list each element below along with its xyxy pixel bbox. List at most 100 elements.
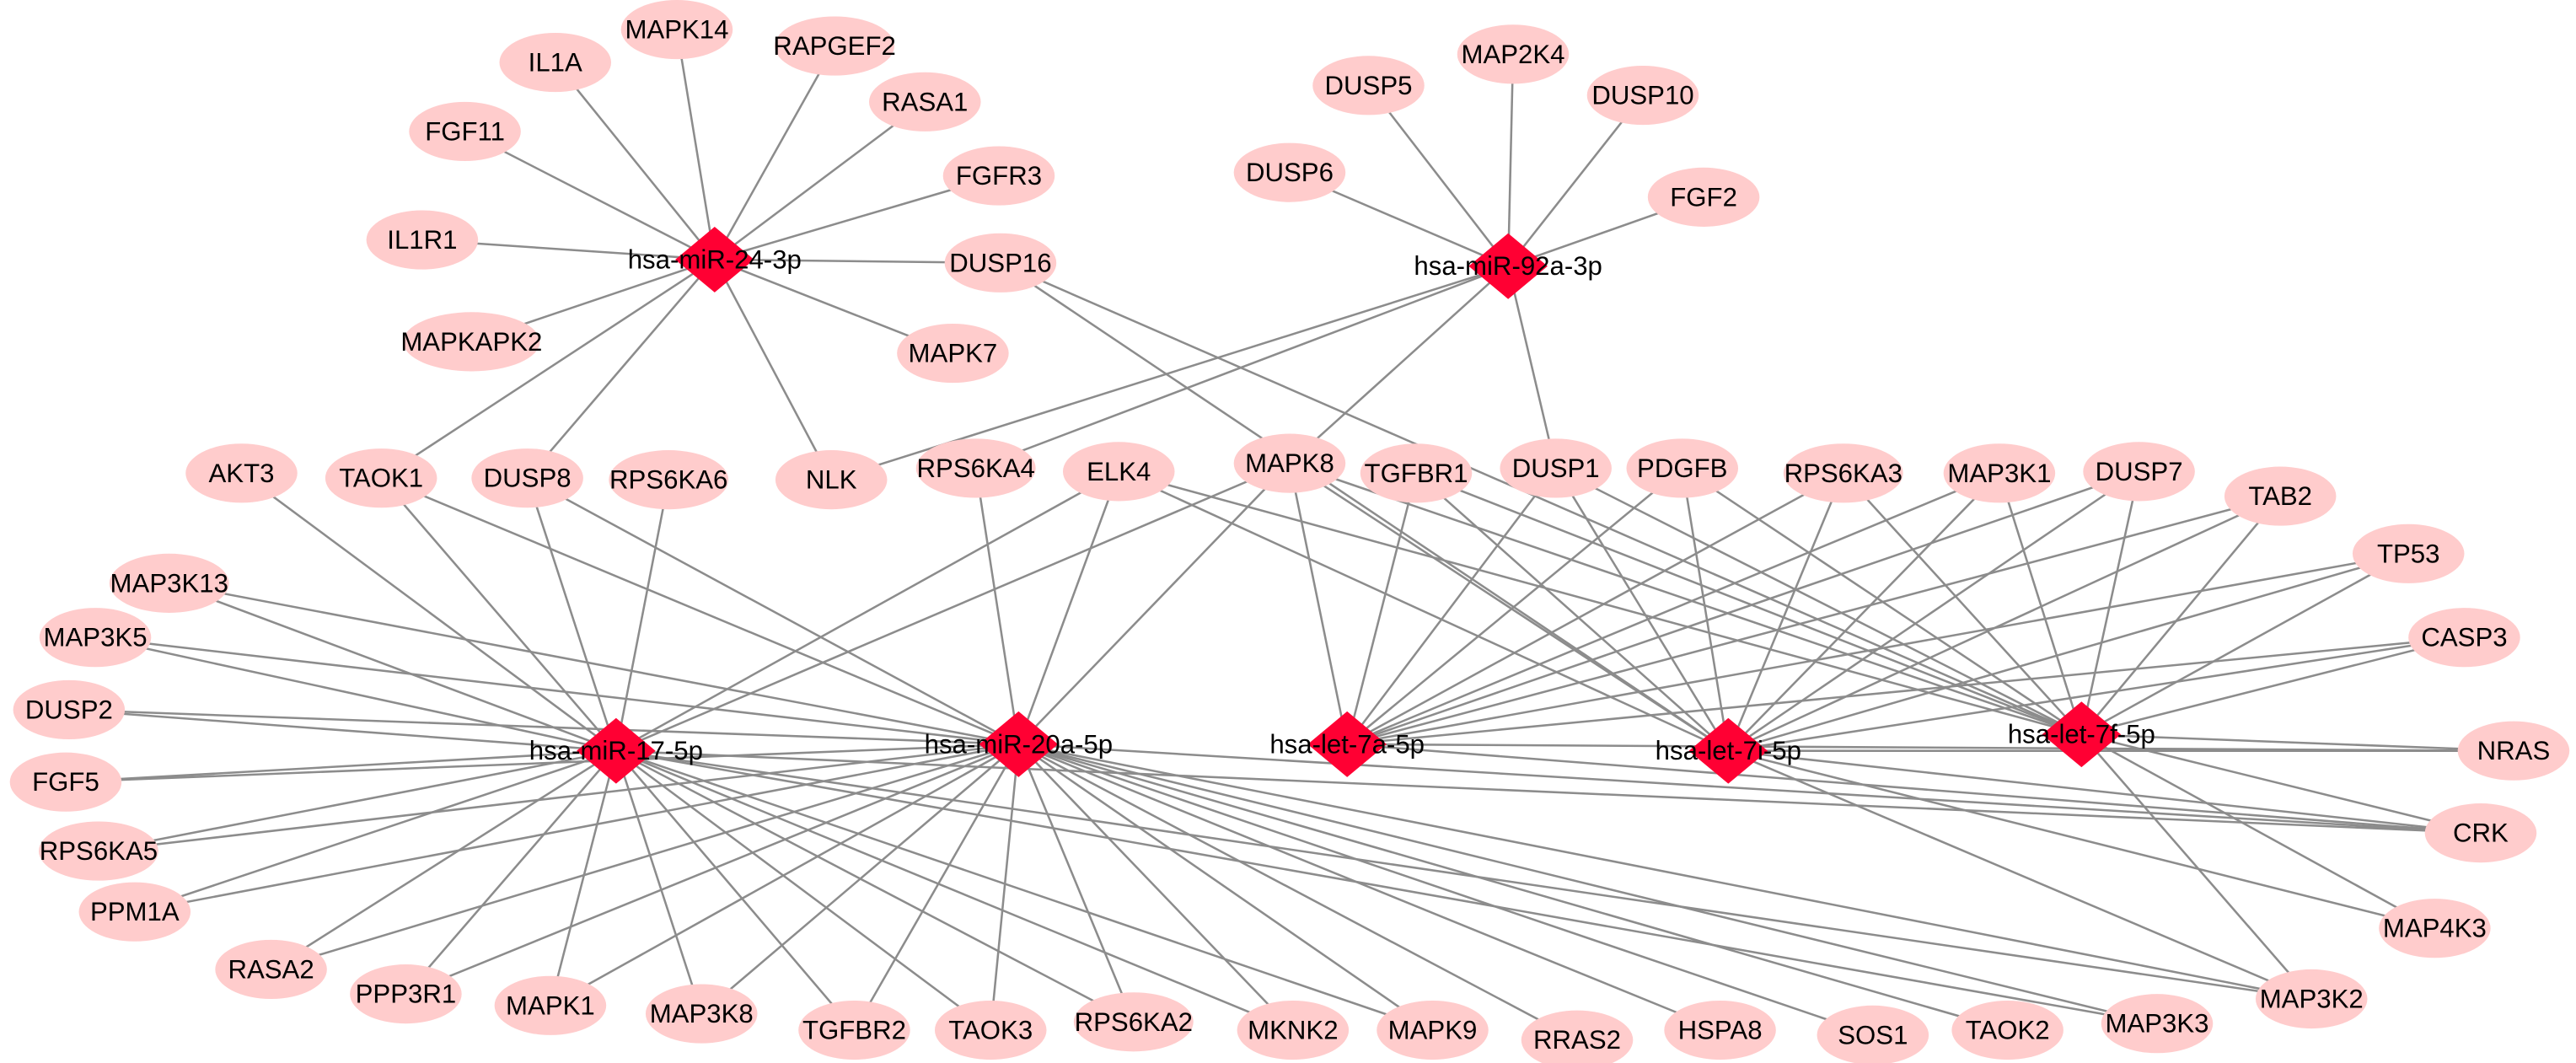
gene-node-mapk7[interactable]: MAPK7 — [897, 323, 1009, 384]
gene-node-dusp5[interactable]: DUSP5 — [1312, 56, 1425, 115]
gene-node-rapgef2[interactable]: RAPGEF2 — [773, 16, 896, 76]
gene-node-dusp7[interactable]: DUSP7 — [2083, 442, 2195, 502]
gene-node-tgfbr2[interactable]: TGFBR2 — [798, 1000, 910, 1060]
gene-node-rps6ka5[interactable]: RPS6KA5 — [38, 821, 158, 881]
edge-hsa-let-7i-5p-dusp1 — [1554, 467, 1730, 752]
gene-ellipse — [2408, 608, 2520, 668]
gene-node-tab2[interactable]: TAB2 — [2224, 466, 2337, 526]
gene-node-taok3[interactable]: TAOK3 — [934, 1000, 1047, 1060]
gene-ellipse — [1783, 443, 1903, 503]
edge-hsa-let-7f-5p-mapk8 — [1289, 462, 2082, 736]
gene-node-dusp8[interactable]: DUSP8 — [471, 448, 583, 508]
edge-hsa-mir-20a-5p-dusp2 — [68, 708, 1019, 746]
gene-node-map3k13[interactable]: MAP3K13 — [109, 553, 229, 613]
node-label: MAP3K1 — [1947, 459, 2051, 488]
gene-node-rps6ka3[interactable]: RPS6KA3 — [1783, 443, 1903, 503]
edge-hsa-mir-17-5p-rasa2 — [270, 749, 617, 970]
gene-node-fgf2[interactable]: FGF2 — [1647, 167, 1760, 227]
edge-hsa-mir-20a-5p-ppp3r1 — [405, 743, 1019, 996]
nodes-layer: IL1AMAPK14RAPGEF2RASA1FGF11FGFR3IL1R1DUS… — [9, 0, 2570, 1063]
gene-node-taok1[interactable]: TAOK1 — [325, 448, 437, 508]
gene-node-sos1[interactable]: SOS1 — [1817, 1005, 1929, 1063]
gene-node-rasa1[interactable]: RASA1 — [869, 72, 981, 132]
edge-hsa-mir-20a-5p-taok2 — [1018, 743, 2009, 1032]
gene-node-dusp2[interactable]: DUSP2 — [13, 679, 126, 740]
edge-hsa-mir-20a-5p-rasa2 — [271, 743, 1019, 971]
gene-node-mapk14[interactable]: MAPK14 — [620, 0, 733, 60]
gene-node-taok2[interactable]: TAOK2 — [1951, 1000, 2063, 1060]
gene-node-dusp16[interactable]: DUSP16 — [944, 233, 1057, 293]
gene-node-map3k5[interactable]: MAP3K5 — [39, 608, 152, 668]
gene-node-hspa8[interactable]: HSPA8 — [1664, 1000, 1776, 1060]
gene-ellipse — [2255, 969, 2368, 1029]
edge-hsa-let-7a-5p-tgfbr1 — [1345, 472, 1418, 745]
gene-node-mknk2[interactable]: MKNK2 — [1237, 1000, 1350, 1060]
gene-node-ppp3r1[interactable]: PPP3R1 — [350, 964, 462, 1024]
gene-node-fgf5[interactable]: FGF5 — [9, 752, 122, 812]
edge-hsa-let-7a-5p-dusp7 — [1346, 470, 2139, 746]
gene-node-dusp6[interactable]: DUSP6 — [1233, 142, 1346, 202]
gene-ellipse — [185, 443, 298, 503]
gene-node-rps6ka2[interactable]: RPS6KA2 — [1073, 992, 1194, 1052]
gene-ellipse — [944, 233, 1057, 293]
mirna-node-hsa-mir-17-5p[interactable]: hsa-miR-17-5p — [529, 717, 703, 784]
gene-node-mapk9[interactable]: MAPK9 — [1377, 1000, 1489, 1060]
gene-node-mapkapk2[interactable]: MAPKAPK2 — [400, 312, 542, 372]
gene-node-fgf11[interactable]: FGF11 — [409, 101, 521, 162]
gene-node-map3k3[interactable]: MAP3K3 — [2101, 994, 2214, 1054]
gene-node-map3k8[interactable]: MAP3K8 — [645, 984, 758, 1044]
gene-node-mapk8[interactable]: MAPK8 — [1233, 433, 1346, 493]
gene-node-il1a[interactable]: IL1A — [499, 32, 612, 93]
gene-node-rras2[interactable]: RRAS2 — [1521, 1010, 1634, 1063]
gene-node-rps6ka6[interactable]: RPS6KA6 — [609, 450, 729, 510]
node-label: MAP2K4 — [1462, 40, 1565, 69]
mirna-node-hsa-mir-24-3p[interactable]: hsa-miR-24-3p — [628, 226, 802, 293]
gene-node-fgfr3[interactable]: FGFR3 — [942, 146, 1055, 206]
gene-node-map3k1[interactable]: MAP3K1 — [1943, 443, 2056, 503]
gene-node-akt3[interactable]: AKT3 — [185, 443, 298, 503]
gene-node-casp3[interactable]: CASP3 — [2408, 608, 2520, 668]
gene-ellipse — [403, 312, 540, 372]
gene-ellipse — [897, 323, 1009, 384]
edge-hsa-mir-20a-5p-elk4 — [1017, 470, 1120, 745]
edge-hsa-mir-20a-5p-map3k13 — [169, 582, 1019, 746]
edge-hsa-mir-92a-3p-dusp5 — [1367, 84, 1510, 267]
gene-node-dusp1[interactable]: DUSP1 — [1500, 438, 1612, 498]
gene-node-nras[interactable]: NRAS — [2457, 721, 2570, 781]
node-label: hsa-let-7a-5p — [1269, 729, 1425, 759]
node-label: DUSP6 — [1246, 158, 1334, 187]
gene-ellipse — [1073, 992, 1194, 1052]
node-label: MKNK2 — [1248, 1016, 1338, 1045]
node-label: RASA2 — [228, 954, 314, 984]
node-label: hsa-miR-17-5p — [529, 736, 703, 765]
edge-hsa-let-7a-5p-map3k1 — [1346, 472, 2000, 746]
gene-node-mapk1[interactable]: MAPK1 — [494, 975, 607, 1035]
gene-node-elk4[interactable]: ELK4 — [1062, 442, 1175, 502]
gene-node-pdgfb[interactable]: PDGFB — [1626, 438, 1739, 498]
gene-node-map4k3[interactable]: MAP4K3 — [2379, 899, 2491, 958]
gene-node-nlk[interactable]: NLK — [775, 450, 888, 510]
edge-hsa-mir-24-3p-rasa1 — [714, 100, 926, 260]
gene-node-map3k2[interactable]: MAP3K2 — [2255, 969, 2368, 1029]
node-label: RPS6KA4 — [917, 454, 1035, 483]
mirna-node-hsa-let-7i-5p[interactable]: hsa-let-7i-5p — [1656, 717, 1801, 784]
edge-hsa-let-7f-5p-map4k3 — [2080, 733, 2435, 930]
gene-node-il1r1[interactable]: IL1R1 — [366, 210, 479, 270]
edge-hsa-let-7f-5p-crk — [2081, 733, 2482, 835]
node-label: DUSP2 — [25, 695, 113, 724]
gene-node-map2k4[interactable]: MAP2K4 — [1457, 24, 1570, 84]
node-label: TAOK3 — [948, 1016, 1033, 1045]
edge-hsa-let-7i-5p-pdgfb — [1681, 468, 1730, 751]
gene-node-ppm1a[interactable]: PPM1A — [78, 882, 191, 942]
gene-ellipse — [2083, 442, 2195, 502]
node-label: FGFR3 — [956, 161, 1042, 191]
gene-ellipse — [942, 146, 1055, 206]
edge-hsa-mir-20a-5p-ppm1a — [134, 743, 1019, 913]
gene-node-dusp10[interactable]: DUSP10 — [1586, 65, 1699, 126]
gene-node-tp53[interactable]: TP53 — [2352, 523, 2465, 583]
gene-node-crk[interactable]: CRK — [2424, 803, 2537, 863]
gene-node-tgfbr1[interactable]: TGFBR1 — [1360, 443, 1473, 503]
gene-node-rasa2[interactable]: RASA2 — [215, 939, 327, 999]
gene-node-rps6ka4[interactable]: RPS6KA4 — [915, 438, 1036, 498]
edge-hsa-mir-92a-3p-mapk8 — [1289, 265, 1510, 464]
